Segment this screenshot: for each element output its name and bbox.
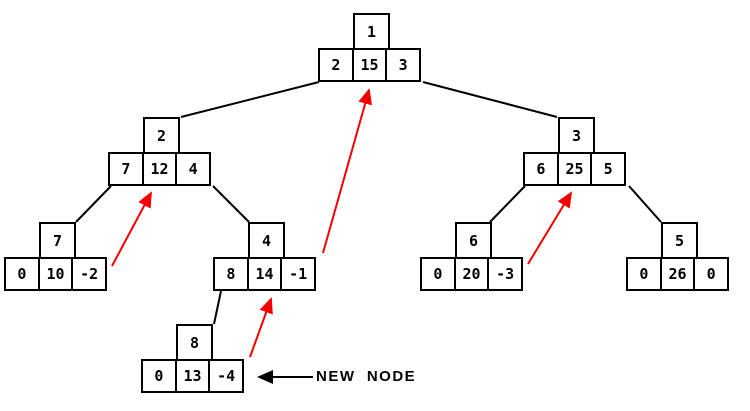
- node-right-cell: 0: [693, 259, 727, 289]
- node-row: 6 25 5: [523, 152, 626, 186]
- new-node-label: NEW NODE: [316, 368, 417, 385]
- node-id-box: 3: [558, 117, 595, 152]
- node-right-cell: -2: [71, 259, 105, 289]
- node-row: 7 12 4: [108, 152, 211, 186]
- node-left-cell: 8: [226, 265, 236, 283]
- node-key-cell: 20: [453, 259, 488, 289]
- node-id-box: 6: [455, 222, 492, 257]
- node-right-cell: 5: [590, 154, 624, 184]
- tree-node-4: 4 8 14 -1: [213, 222, 320, 291]
- node-left-cell: 7: [121, 160, 131, 178]
- node-key-cell: 10: [37, 259, 72, 289]
- tree-node-1: 1 2 15 3: [318, 13, 425, 82]
- red-arrow-node6-to-key25: [527, 191, 573, 265]
- node-key-cell: 25: [556, 154, 591, 184]
- node-id-box: 4: [248, 222, 285, 257]
- node-right-cell: 3: [385, 50, 419, 80]
- tree-node-2: 2 7 12 4: [108, 117, 215, 186]
- red-arrow-node8-to-key14: [249, 297, 273, 358]
- node-row: 0 20 -3: [420, 257, 523, 291]
- node-left-cell: 2: [331, 56, 341, 74]
- edge-root-to-node3: [422, 81, 558, 118]
- edge-node2-to-node7: [75, 185, 112, 223]
- node-key-cell: 14: [246, 259, 281, 289]
- node-id-box: 5: [661, 222, 698, 257]
- node-key-cell: 26: [659, 259, 694, 289]
- node-id-box: 7: [39, 222, 76, 257]
- node-id-box: 2: [143, 117, 180, 152]
- node-right-cell: -3: [487, 259, 521, 289]
- tree-node-6: 6 0 20 -3: [420, 222, 527, 291]
- red-arrow-node7-to-key12: [111, 191, 152, 267]
- node-left-cell: 0: [433, 265, 443, 283]
- tree-node-5: 5 0 26 0: [626, 222, 733, 291]
- edge-node3-to-node6: [489, 185, 526, 223]
- node-left-cell: 0: [639, 265, 649, 283]
- tree-node-7: 7 0 10 -2: [4, 222, 111, 291]
- node-id-box: 8: [176, 324, 213, 359]
- node-right-cell: -1: [280, 259, 314, 289]
- edge-node2-to-node4: [212, 185, 250, 223]
- node-right-cell: 4: [175, 154, 209, 184]
- node-key-cell: 13: [174, 361, 209, 391]
- node-left-cell: 0: [154, 367, 164, 385]
- node-right-cell: -4: [208, 361, 242, 391]
- red-arrow-node4-to-key15: [322, 88, 372, 254]
- node-row: 0 13 -4: [141, 359, 244, 393]
- node-row: 8 14 -1: [213, 257, 316, 291]
- node-key-cell: 15: [351, 50, 386, 80]
- edge-node3-to-node5: [628, 185, 662, 223]
- edge-root-to-node2: [180, 81, 320, 118]
- node-row: 2 15 3: [318, 48, 421, 82]
- node-left-cell: 6: [536, 160, 546, 178]
- edge-node4-to-node8: [213, 290, 222, 325]
- node-row: 0 10 -2: [4, 257, 107, 291]
- tree-node-8-new: 8 0 13 -4: [141, 324, 248, 393]
- node-id-box: 1: [353, 13, 390, 48]
- node-row: 0 26 0: [626, 257, 729, 291]
- node-key-cell: 12: [141, 154, 176, 184]
- node-left-cell: 0: [17, 265, 27, 283]
- tree-node-3: 3 6 25 5: [523, 117, 630, 186]
